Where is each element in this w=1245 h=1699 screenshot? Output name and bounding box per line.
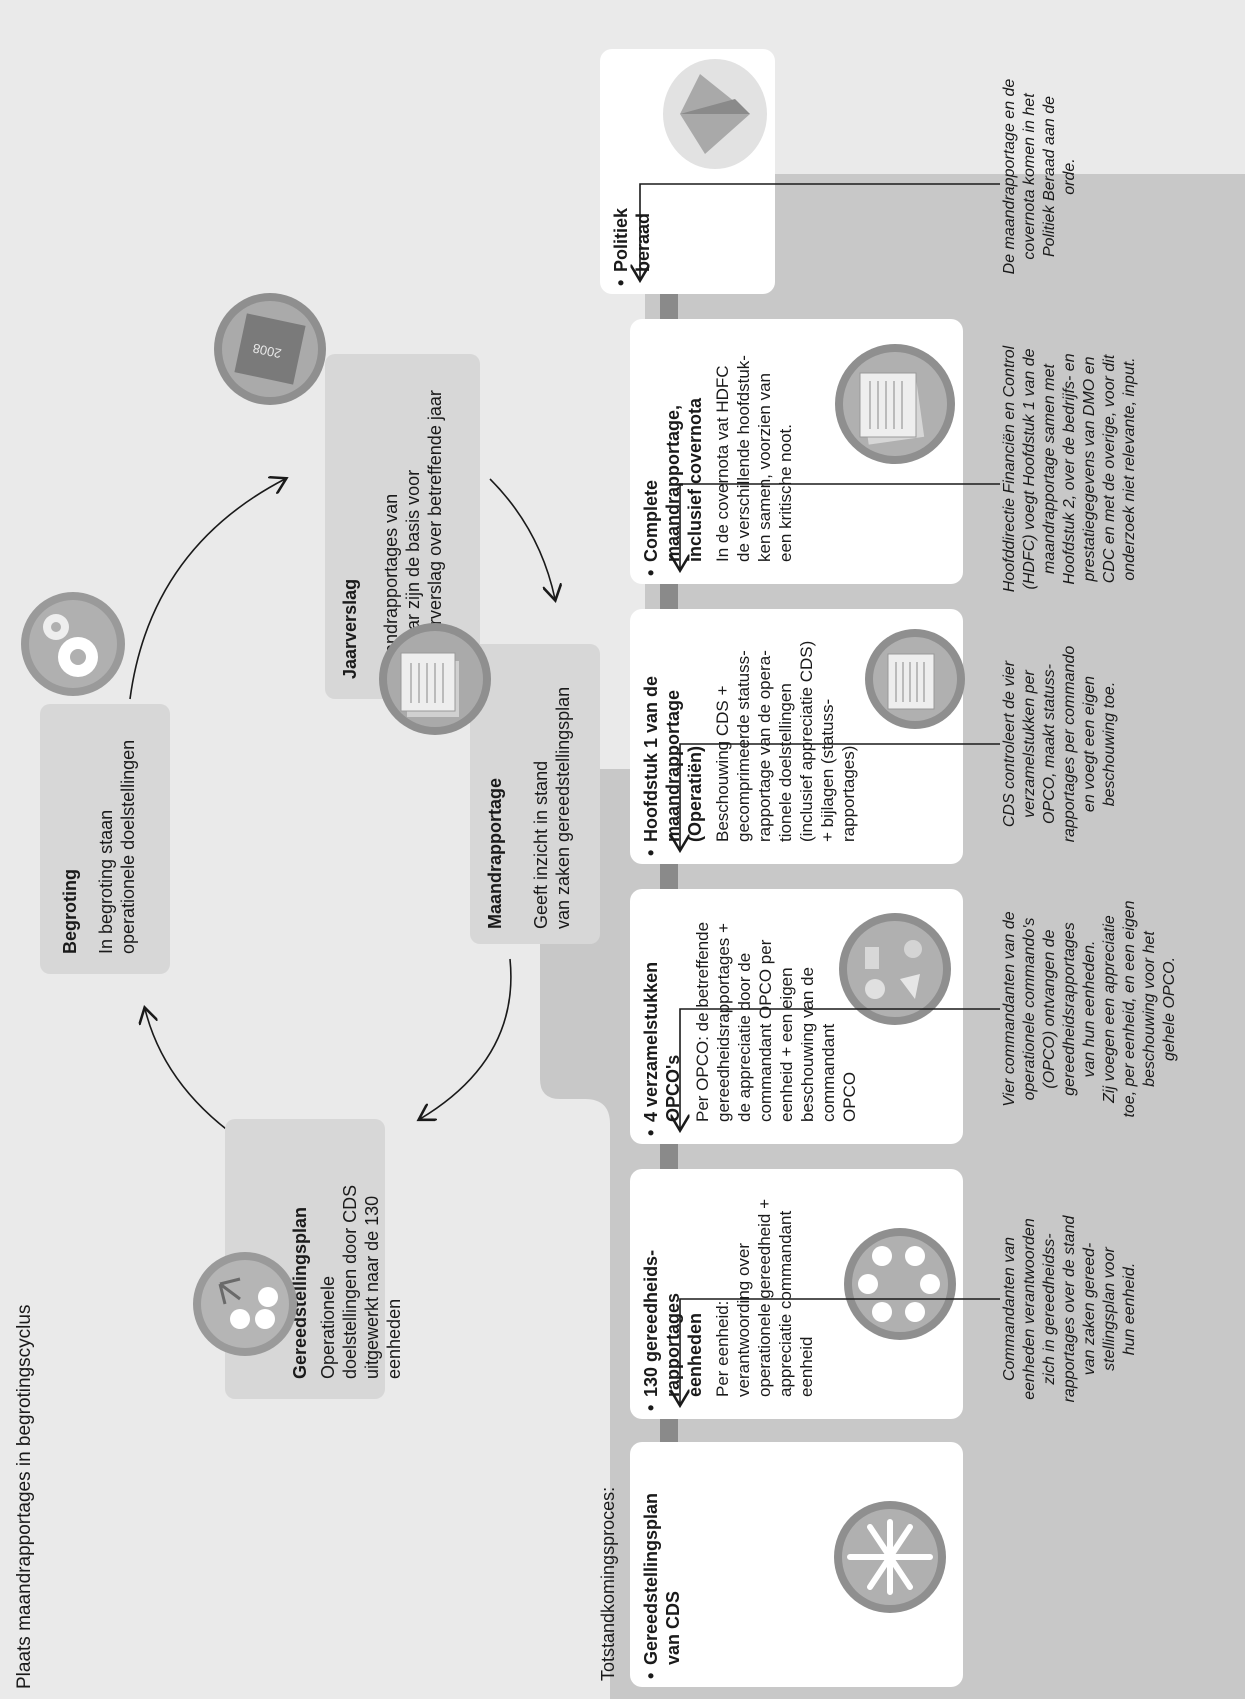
step-1-card: • Gereedstellingsplan van CDS — [630, 1442, 963, 1687]
step-5-card: • Complete maandrapportage, inclusief co… — [630, 319, 963, 584]
annotation-line: CDS controleert de vier — [1001, 660, 1018, 828]
step-connectors — [660, 294, 678, 1442]
circle-of-people-icon — [844, 1228, 956, 1340]
annotation-line: covernota komen in het — [1021, 93, 1038, 260]
step-3-card: • 4 verzamelstukken OPCO's Per OPCO: de … — [630, 889, 963, 1144]
annotation-line: orde. — [1061, 158, 1078, 195]
annotation-line: en voegt een eigen — [1081, 675, 1098, 813]
annotation-4: Hoofddirectie Financiën en Control(HDFC)… — [1000, 319, 1140, 619]
annotation-line: operationele commando's — [1021, 917, 1038, 1101]
annotation-line: eenheden verantwoorden — [1021, 1218, 1038, 1400]
step-4-card: • Hoofdstuk 1 van de maandrapportage (Op… — [630, 609, 965, 864]
annotation-line: beschouwing toe. — [1101, 681, 1118, 807]
annotation-line: Hoofddirectie Financiën en Control — [1001, 345, 1018, 593]
arrow-maand-to-gereedstelling — [420, 958, 512, 1119]
annotation-line: Vier commandanten van de — [1001, 911, 1018, 1107]
annotation-line: Commandanten van — [1001, 1236, 1018, 1382]
book-label: 2008 — [251, 341, 282, 362]
process-area: • Gereedstellingsplan van CDS • 130 gere… — [600, 0, 1245, 1699]
step-2-card: • 130 gereedheids- rapportages eenheden … — [630, 1169, 963, 1419]
branching-arrows-icon — [193, 1252, 297, 1356]
annotation-line: Hoofdstuk 2, over de bedrijfs- en — [1061, 353, 1078, 585]
annotation-line: CDC en met de overige, voor dit — [1101, 354, 1118, 584]
annotation-line: rapportages per commando — [1061, 645, 1078, 843]
annotation-line: De maandrapportage en de — [1001, 78, 1018, 275]
annotation-line: verzamelstukken per — [1021, 670, 1038, 818]
annotation-line: onderzoek niet relevante, input. — [1121, 357, 1138, 581]
annotation-line: OPCO, maakt statuss- — [1041, 663, 1058, 825]
document-icon — [865, 629, 965, 729]
annotation-line: (HDFC) voegt Hoofdstuk 1 van de — [1021, 348, 1038, 590]
annotation-line: Politiek Beraad aan de — [1041, 96, 1058, 257]
gear-icon — [21, 592, 125, 696]
annotation-line: toe, per eenheid, en een eigen — [1121, 900, 1138, 1118]
annotation-line: van zaken gereed- — [1081, 1242, 1098, 1376]
annotation-line: gereedheidsrapportages — [1061, 922, 1078, 1096]
annotation-line: (OPCO) ontvangen de — [1041, 929, 1058, 1089]
annotation-line: rapportages over de stand — [1061, 1215, 1078, 1403]
annotation-line: stellingsplan voor — [1101, 1247, 1118, 1371]
document-stack-icon — [379, 623, 491, 735]
folded-paper-icon — [663, 59, 767, 169]
annotation-line: beschouwing voor het — [1141, 931, 1158, 1087]
annotation-line: maandrapportage samen met — [1041, 364, 1058, 574]
step-6-card: • Politiek beraad — [600, 49, 775, 294]
document-stack-icon — [835, 344, 955, 464]
annotation-line: gehele OPCO. — [1161, 956, 1178, 1062]
annotation-line: prestatiegegevens van DMO en — [1081, 356, 1098, 582]
arrow-begroting-to-jaarverslag — [129, 479, 285, 700]
book-icon: 2008 — [214, 293, 326, 405]
globe-objects-icon — [839, 913, 951, 1025]
annotation-line: zich in gereedheidss- — [1041, 1233, 1058, 1385]
annotation-line: Zij voegen een appreciatie — [1101, 915, 1118, 1103]
annotation-line: van hun eenheden. — [1081, 940, 1098, 1078]
snowflake-icon — [834, 1501, 946, 1613]
arrow-jaarverslag-to-maand — [489, 478, 555, 599]
annotation-line: hun eenheid. — [1121, 1262, 1138, 1356]
